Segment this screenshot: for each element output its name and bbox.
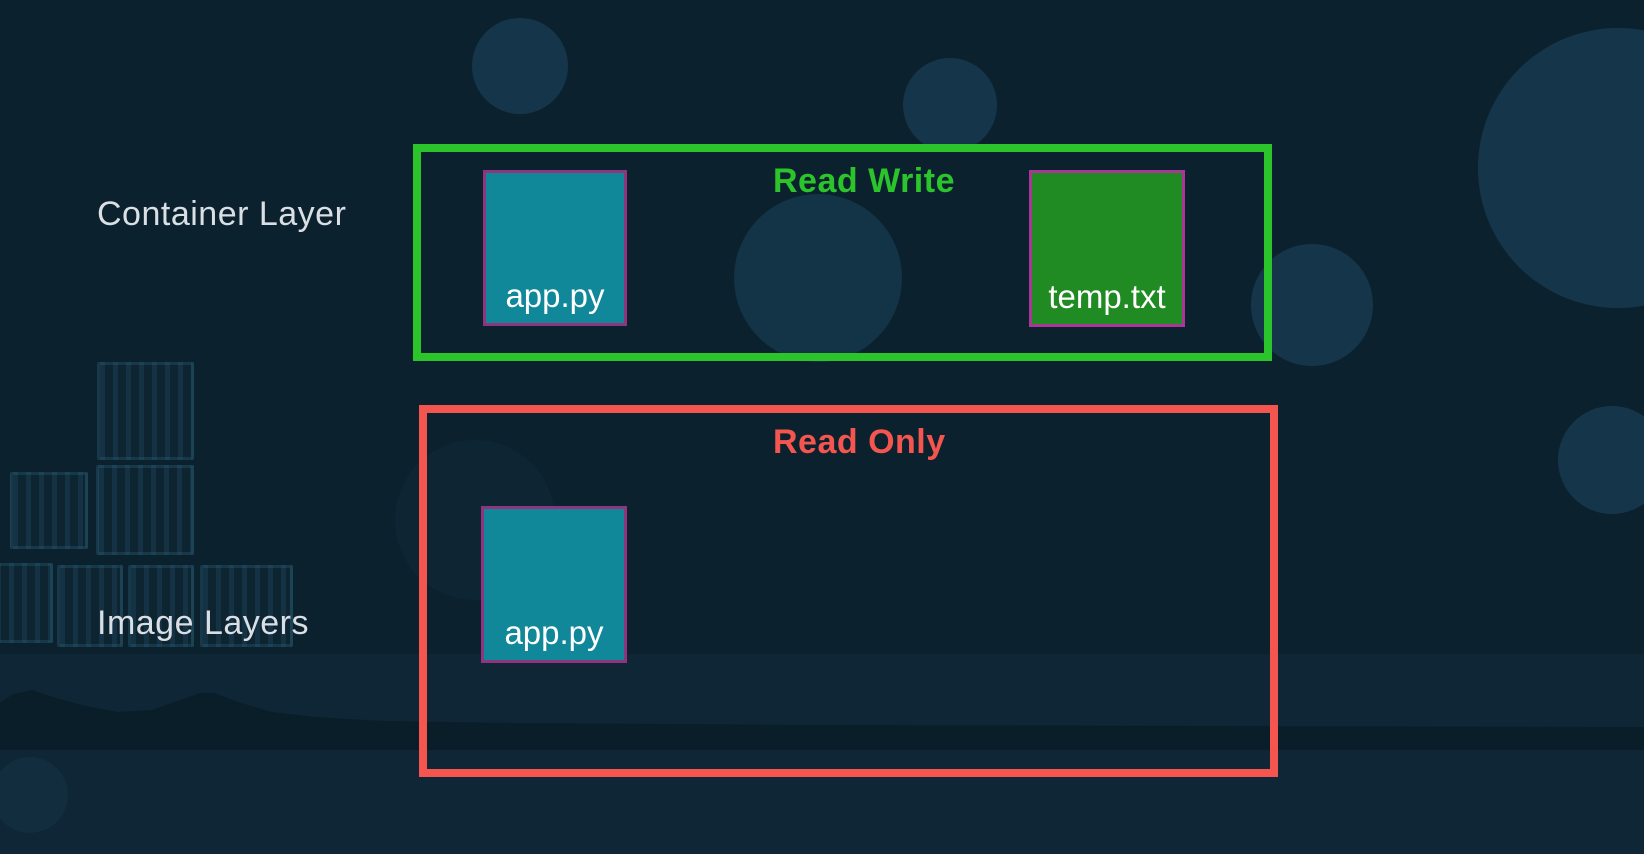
file-name: app.py [505, 277, 605, 314]
background-bubble [472, 18, 568, 114]
image-layers-box: Read Only app.py [419, 405, 1278, 777]
file-square-temp-txt: temp.txt [1029, 170, 1185, 327]
background-bubble [734, 194, 902, 362]
background-bubble [903, 58, 997, 152]
read-write-title: Read Write [773, 162, 955, 200]
container-layer-box: Read Write app.py temp.txt [413, 144, 1272, 361]
image-layers-label: Image Layers [97, 604, 309, 642]
read-only-title: Read Only [773, 423, 946, 461]
file-name: temp.txt [1048, 278, 1166, 315]
file-name: app.py [504, 614, 604, 651]
container-layer-label: Container Layer [97, 195, 347, 233]
file-square-app-py: app.py [481, 506, 627, 663]
file-square-app-py: app.py [483, 170, 627, 326]
sea-waves-icon [0, 654, 1644, 854]
background-bubble [1478, 28, 1644, 308]
background-bubble [0, 757, 68, 833]
background-bubble [1558, 406, 1644, 514]
